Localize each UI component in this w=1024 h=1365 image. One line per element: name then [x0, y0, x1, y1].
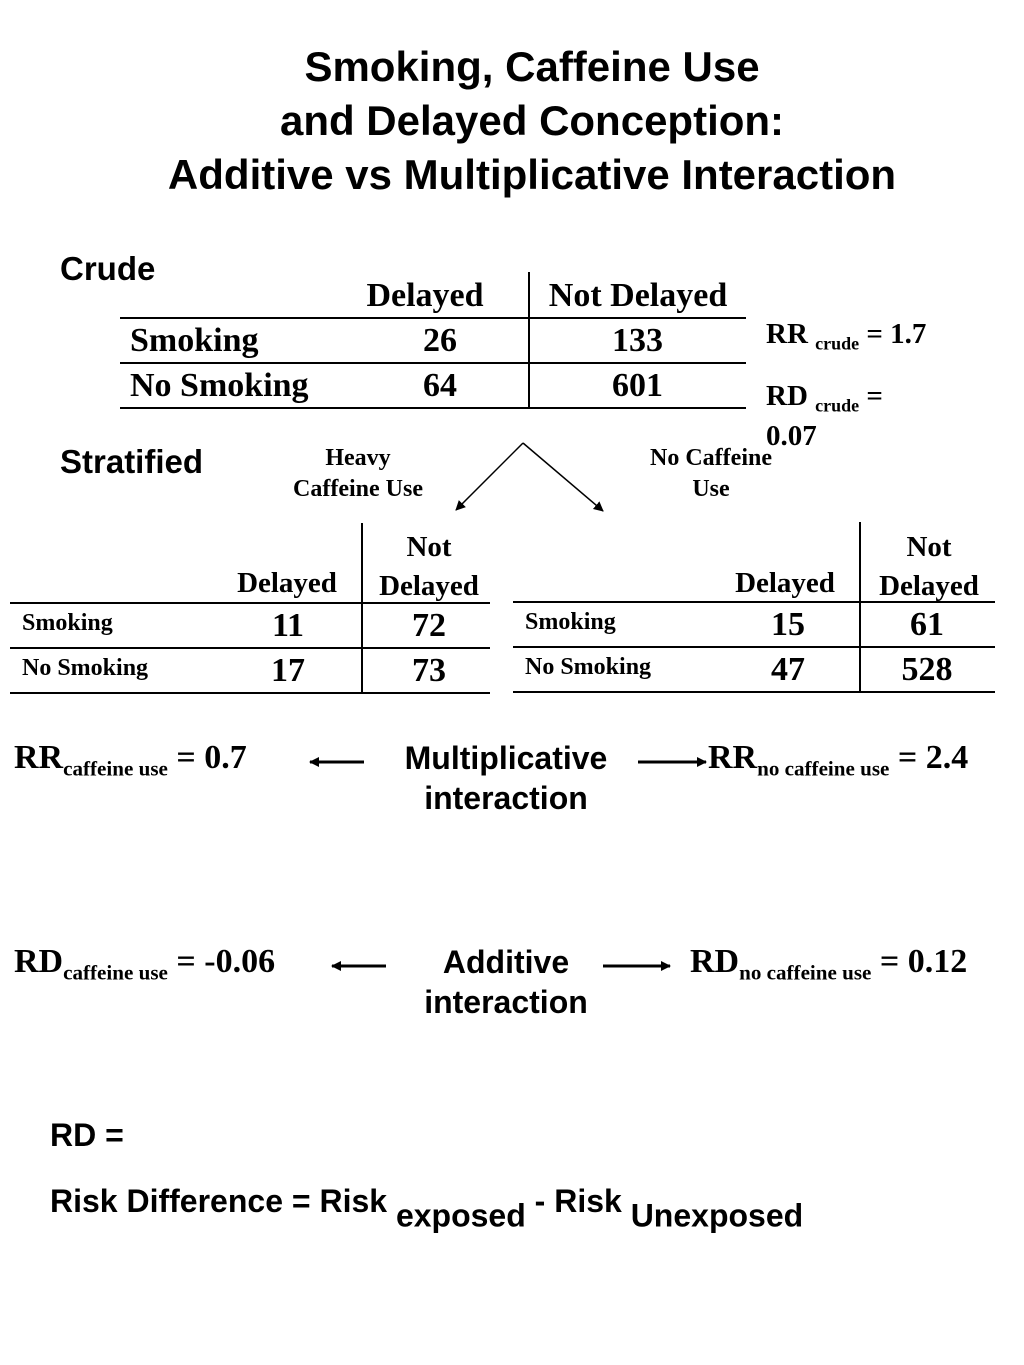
- none-smoking-delayed: 15: [771, 606, 805, 643]
- rd-definition-label: RD =: [50, 1117, 124, 1153]
- heavy-header-not-delayed: Not Delayed: [379, 531, 479, 602]
- none-header-not-delayed: Not Delayed: [879, 531, 979, 602]
- heavy-no-smoking-not-delayed: 73: [412, 652, 446, 689]
- rr-no-caffeine-use: RRno caffeine use = 2.4: [708, 739, 969, 781]
- heavy-smoking-not-delayed: 72: [412, 607, 446, 644]
- split-arrows: [455, 442, 604, 512]
- crude-smoking-not-delayed: 133: [612, 322, 663, 359]
- none-row-smoking-label: Smoking: [525, 609, 616, 635]
- heavy-row-smoking-label: Smoking: [22, 610, 113, 636]
- crude-header-not-delayed: Not Delayed: [548, 277, 728, 314]
- rd-crude: RD crude =: [766, 380, 883, 416]
- crude-row-smoking-label: Smoking: [130, 322, 259, 359]
- slide-title: Smoking, Caffeine Use and Delayed Concep…: [0, 40, 1024, 202]
- crude-section-label: Crude: [60, 250, 156, 287]
- stratified-section-label: Stratified: [60, 443, 204, 480]
- rr-crude: RR crude = 1.7: [766, 318, 927, 354]
- heavy-no-smoking-delayed: 17: [271, 652, 305, 689]
- crude-header-delayed: Delayed: [366, 277, 484, 314]
- risk-difference-formula: Risk Difference = Risk exposed - Risk Un…: [50, 1183, 804, 1234]
- heavy-smoking-delayed: 11: [271, 607, 305, 644]
- none-smoking-not-delayed: 61: [910, 606, 944, 643]
- arrow-to-heavy-caffeine: [455, 442, 524, 511]
- arrow-to-no-caffeine: [522, 442, 604, 512]
- rr-caffeine-use: RRcaffeine use = 0.7: [14, 739, 247, 781]
- additive-interaction-label: Additive interaction: [424, 944, 588, 1020]
- no-caffeine-label: No Caffeine Use: [650, 445, 772, 502]
- title-line-1: Smoking, Caffeine Use: [304, 43, 760, 90]
- crude-row-no-smoking-label: No Smoking: [130, 367, 309, 404]
- crude-smoking-delayed: 26: [423, 322, 457, 359]
- heavy-row-no-smoking-label: No Smoking: [22, 655, 149, 681]
- multiplicative-interaction-label: Multiplicative interaction: [404, 740, 608, 816]
- crude-no-smoking-delayed: 64: [423, 367, 457, 404]
- rd-caffeine-use: RDcaffeine use = -0.06: [14, 943, 276, 985]
- rd-no-caffeine-use: RDno caffeine use = 0.12: [690, 943, 968, 985]
- rd-crude-value: 0.07: [766, 420, 817, 452]
- none-no-smoking-delayed: 47: [771, 651, 805, 688]
- title-line-3: Additive vs Multiplicative Interaction: [167, 151, 897, 198]
- heavy-caffeine-label: Heavy Caffeine Use: [293, 445, 423, 502]
- none-row-no-smoking-label: No Smoking: [525, 654, 652, 680]
- heavy-header-delayed: Delayed: [237, 567, 337, 599]
- none-no-smoking-not-delayed: 528: [901, 651, 953, 688]
- none-header-delayed: Delayed: [735, 567, 835, 599]
- title-line-2: and Delayed Conception:: [279, 97, 785, 144]
- interaction-arrows: [309, 757, 707, 971]
- crude-no-smoking-not-delayed: 601: [612, 367, 663, 404]
